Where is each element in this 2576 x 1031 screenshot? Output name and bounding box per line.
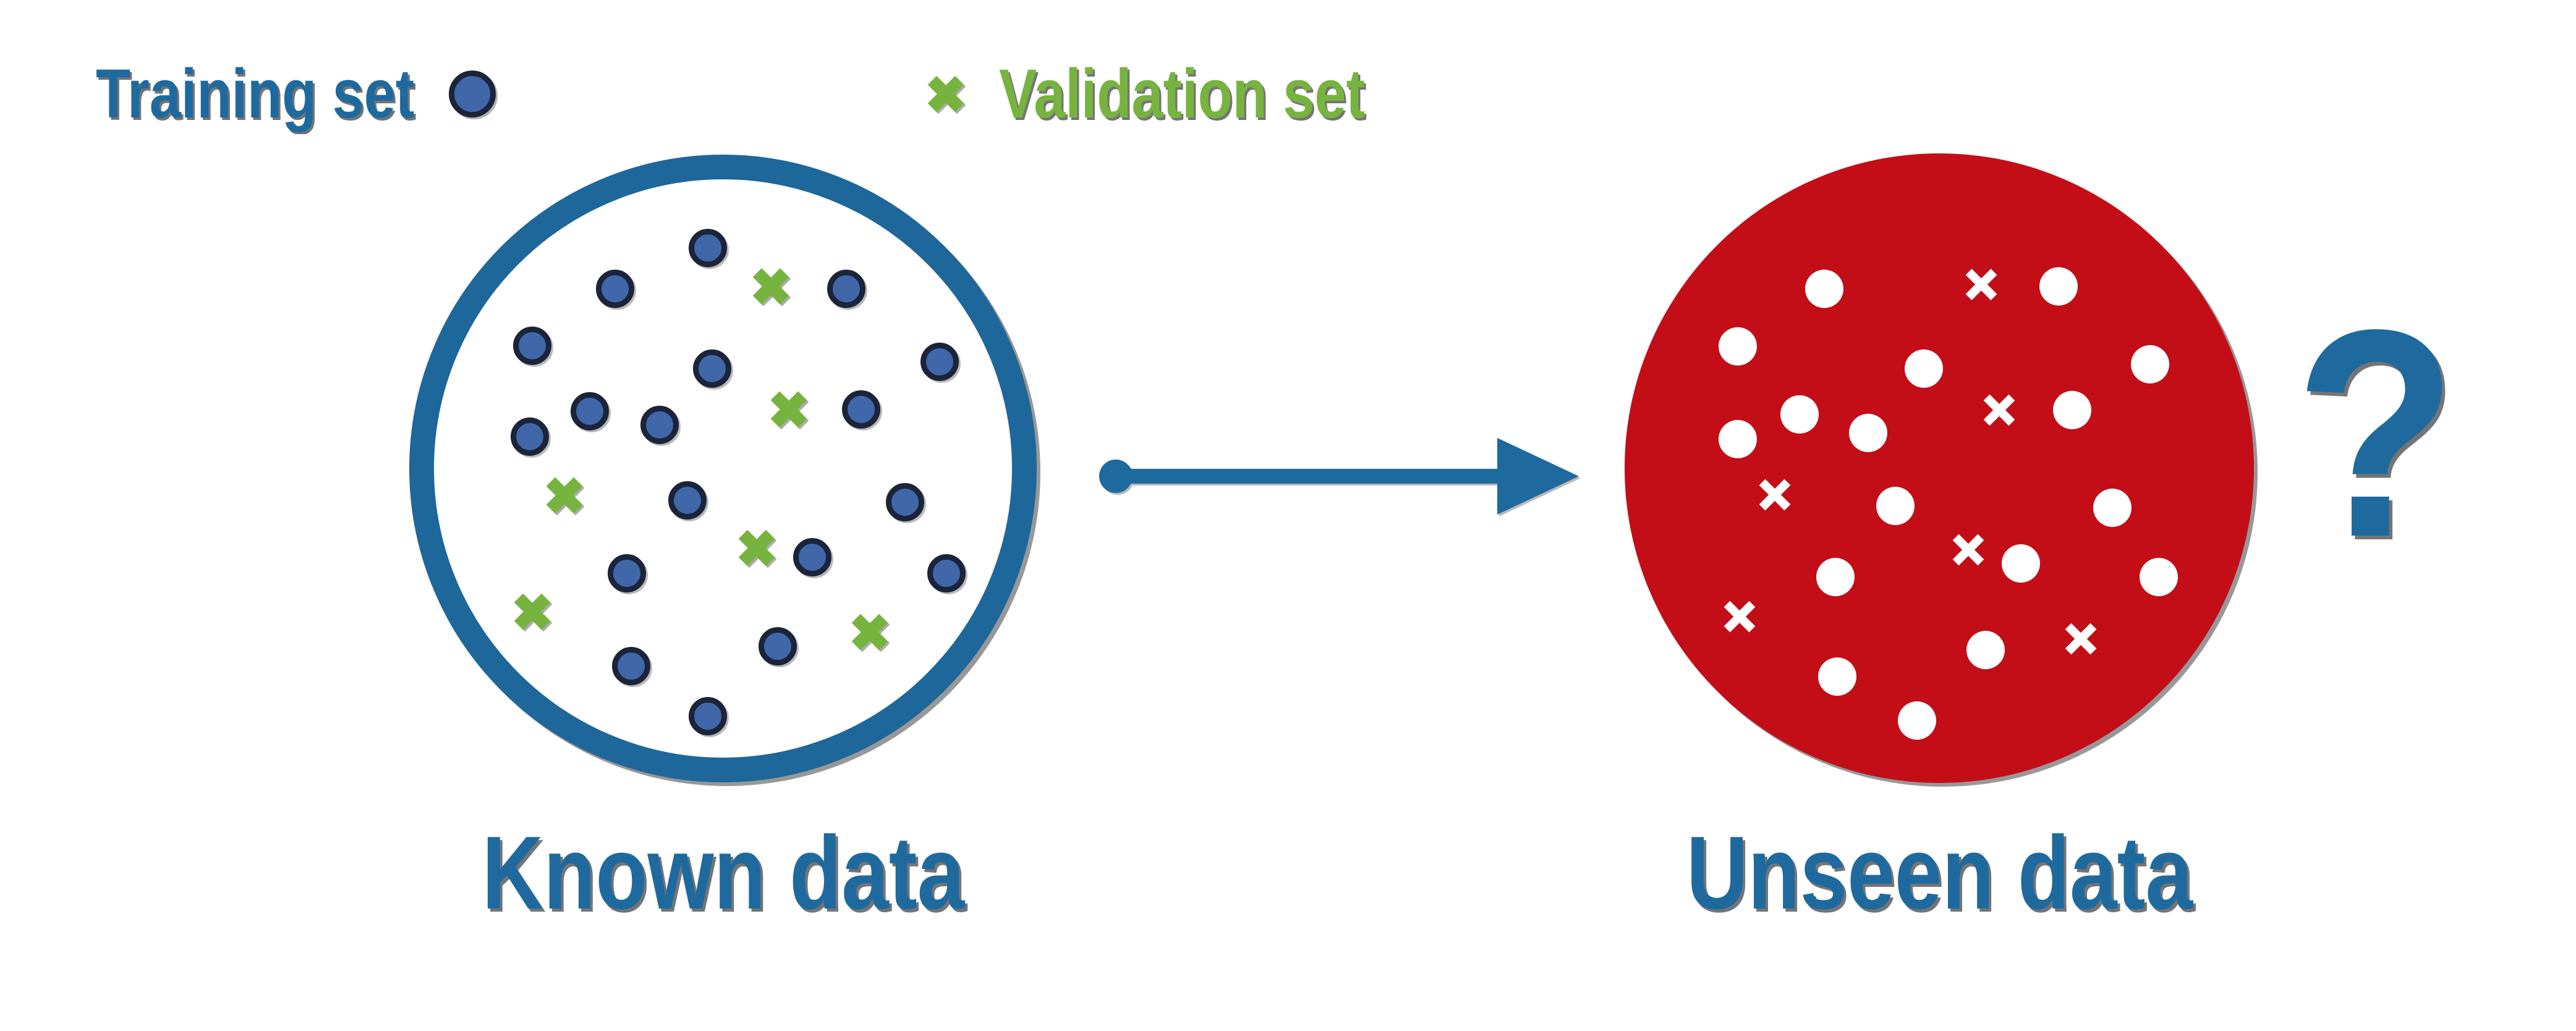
- unseen-dot: [1719, 420, 1758, 459]
- unseen-x-marker: [1965, 268, 1997, 301]
- training-dot-icon: [448, 71, 496, 118]
- training-dot: [512, 326, 551, 365]
- unseen-data-caption: Unseen data: [1686, 815, 2193, 931]
- unseen-x-marker: [1952, 534, 1984, 566]
- unseen-dot: [2093, 489, 2132, 528]
- validation-x-marker: [770, 391, 807, 428]
- arrow-icon: [1099, 438, 1579, 515]
- known-data-caption: Known data: [482, 815, 964, 931]
- unseen-dot: [1848, 413, 1887, 452]
- known-data-x-markers: [409, 155, 1037, 782]
- unseen-dot: [2140, 558, 2179, 597]
- training-dot: [595, 270, 634, 309]
- training-dot: [689, 697, 728, 736]
- legend-training-label: Training set: [96, 55, 415, 132]
- unseen-dot: [1719, 327, 1758, 366]
- validation-x-marker: [514, 593, 551, 630]
- unseen-data-x-markers: [1625, 153, 2254, 783]
- question-mark: ?: [2295, 268, 2457, 599]
- training-dot: [689, 229, 728, 268]
- training-dot: [640, 406, 679, 445]
- training-dot: [920, 342, 959, 381]
- unseen-dot: [1804, 269, 1843, 308]
- training-dot: [510, 417, 549, 456]
- legend-validation: Validation set: [922, 59, 1445, 129]
- unseen-dot: [1904, 349, 1943, 388]
- unseen-dot: [2131, 345, 2170, 384]
- unseen-dot: [2002, 544, 2041, 583]
- validation-x-marker: [738, 530, 775, 567]
- unseen-dot: [1898, 701, 1937, 740]
- validation-x-marker: [752, 268, 789, 305]
- training-dot: [571, 392, 610, 431]
- training-dot: [927, 554, 966, 593]
- training-dot: [827, 270, 866, 309]
- training-dot: [841, 390, 880, 429]
- known-data-circle: [409, 155, 1037, 782]
- unseen-x-marker: [1759, 479, 1791, 511]
- validation-x-icon: [927, 75, 964, 113]
- unseen-dot: [2052, 391, 2091, 430]
- unseen-dot: [1816, 558, 1855, 597]
- known-data-markers: [409, 155, 1037, 782]
- validation-x-marker: [546, 477, 583, 514]
- unseen-data-markers: [1625, 153, 2254, 783]
- unseen-x-marker: [2065, 623, 2097, 655]
- training-dot: [758, 627, 797, 665]
- training-dot: [668, 481, 707, 520]
- unseen-data-circle: [1625, 153, 2254, 783]
- training-dot: [793, 537, 831, 576]
- unseen-dot: [1876, 487, 1915, 526]
- unseen-x-marker: [1983, 394, 2015, 426]
- training-dot: [612, 647, 651, 686]
- training-dot: [608, 554, 647, 593]
- unseen-dot: [1780, 395, 1819, 434]
- unseen-dot: [2039, 267, 2078, 306]
- legend-training: Training set: [96, 59, 496, 129]
- model-arrow: [1095, 429, 1584, 527]
- unseen-dot: [1966, 631, 2005, 670]
- unseen-dot: [1818, 657, 1857, 696]
- training-dot: [885, 483, 924, 522]
- validation-x-marker: [851, 614, 888, 651]
- training-dot: [693, 349, 732, 388]
- legend-validation-label: Validation set: [999, 55, 1366, 132]
- unseen-x-marker: [1724, 601, 1756, 633]
